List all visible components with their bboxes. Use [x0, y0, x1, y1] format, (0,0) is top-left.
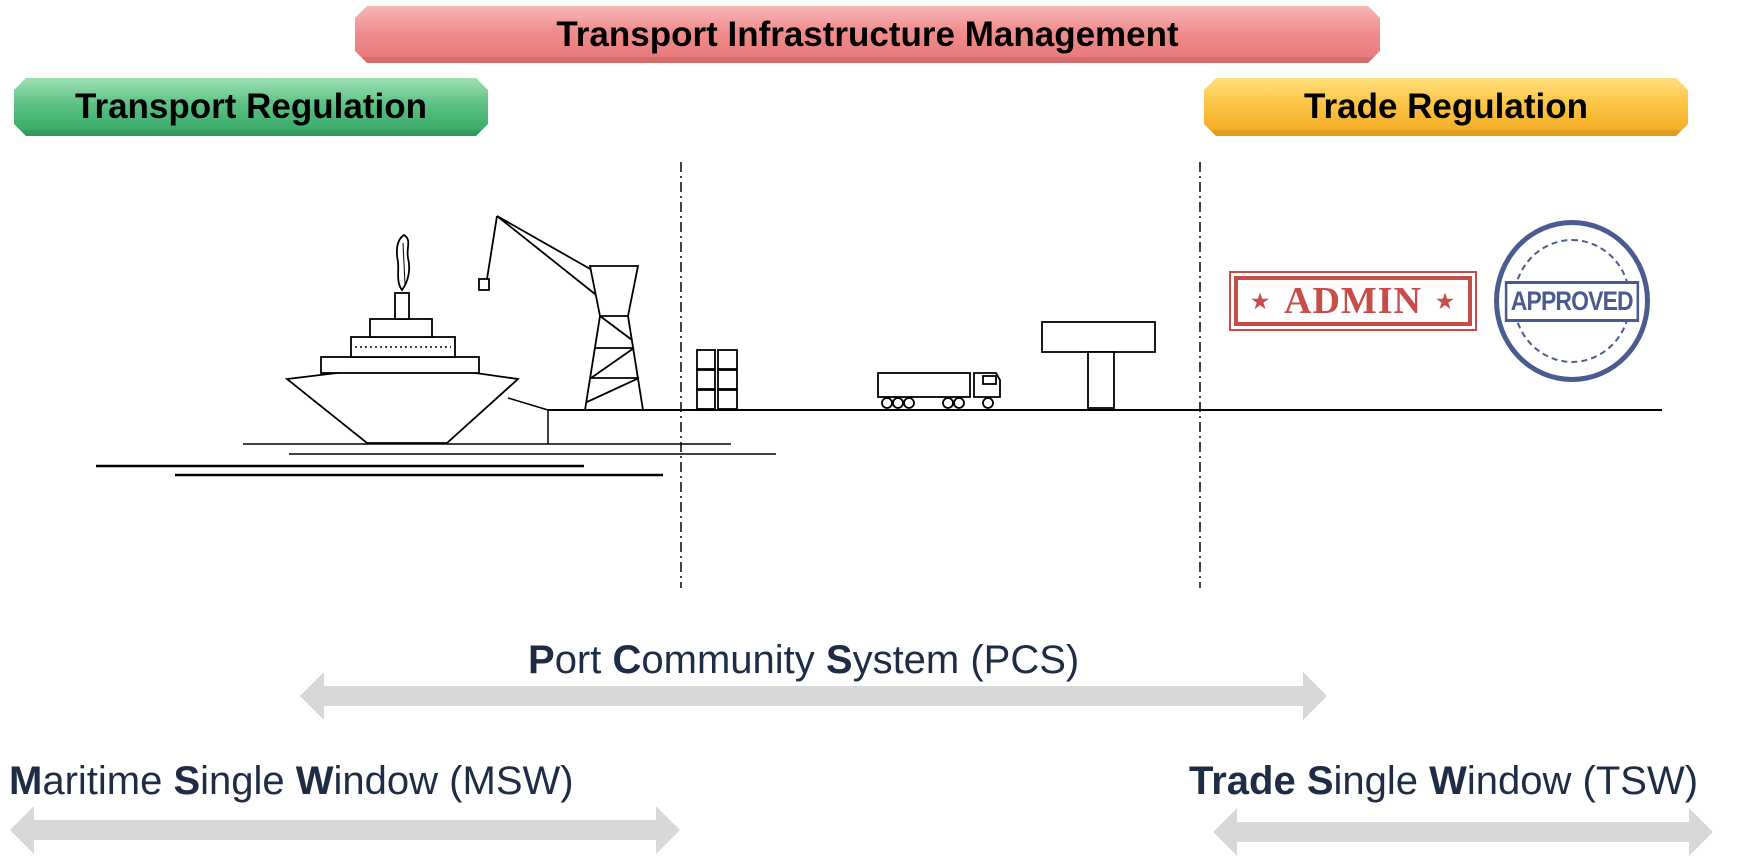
- transport-infrastructure-management-banner: Transport Infrastructure Management: [355, 6, 1380, 63]
- trade-regulation-label: Trade Regulation: [1304, 87, 1588, 126]
- msw-label-part: W: [295, 759, 334, 803]
- transport-regulation-label: Transport Regulation: [75, 87, 427, 126]
- gate-icon: [1041, 321, 1156, 409]
- msw-label-part: S: [173, 759, 201, 803]
- msw-label-part: indow (MSW): [333, 759, 574, 803]
- tsw-label: Trade Single Window (TSW): [1189, 759, 1698, 804]
- ship-icon: [284, 233, 521, 444]
- star-icon: ★: [1251, 290, 1271, 313]
- msw-label: Maritime Single Window (MSW): [9, 759, 574, 804]
- quay: [507, 397, 549, 444]
- msw-label-part: aritime: [42, 759, 174, 803]
- pcs-label-part: S: [825, 638, 853, 682]
- admin-stamp-label: ADMIN: [1284, 280, 1422, 322]
- tsw-label-part: indow (TSW): [1466, 759, 1699, 803]
- star-icon: ★: [1436, 290, 1455, 313]
- tsw-label-part: ingle: [1333, 759, 1430, 803]
- msw-label-part: M: [9, 759, 43, 803]
- container-stack-icon: [696, 349, 738, 410]
- pcs-label-part: ort: [554, 638, 613, 682]
- pcs-label-part: P: [528, 638, 555, 682]
- water-lines: [96, 443, 776, 477]
- approved-stamp-icon: APPROVED: [1494, 220, 1650, 382]
- tsw-label-part: Trade: [1189, 759, 1307, 803]
- tsw-label-part: W: [1429, 759, 1467, 803]
- approved-stamp-label: APPROVED: [1505, 280, 1639, 322]
- tsw-label-part: S: [1306, 759, 1334, 803]
- pcs-label-part: ystem (PCS): [852, 638, 1080, 682]
- pcs-label: Port Community System (PCS): [528, 638, 1079, 683]
- admin-stamp-icon: ★ ADMIN ★: [1229, 271, 1477, 331]
- crane-icon: [478, 215, 644, 411]
- msw-label-part: ingle: [200, 759, 296, 803]
- transport-infrastructure-management-label: Transport Infrastructure Management: [556, 14, 1179, 54]
- truck-icon: [877, 372, 1001, 409]
- trade-regulation-banner: Trade Regulation: [1204, 78, 1688, 136]
- pcs-label-part: ommunity: [641, 638, 826, 682]
- pcs-label-part: C: [612, 638, 642, 682]
- transport-regulation-banner: Transport Regulation: [14, 78, 488, 136]
